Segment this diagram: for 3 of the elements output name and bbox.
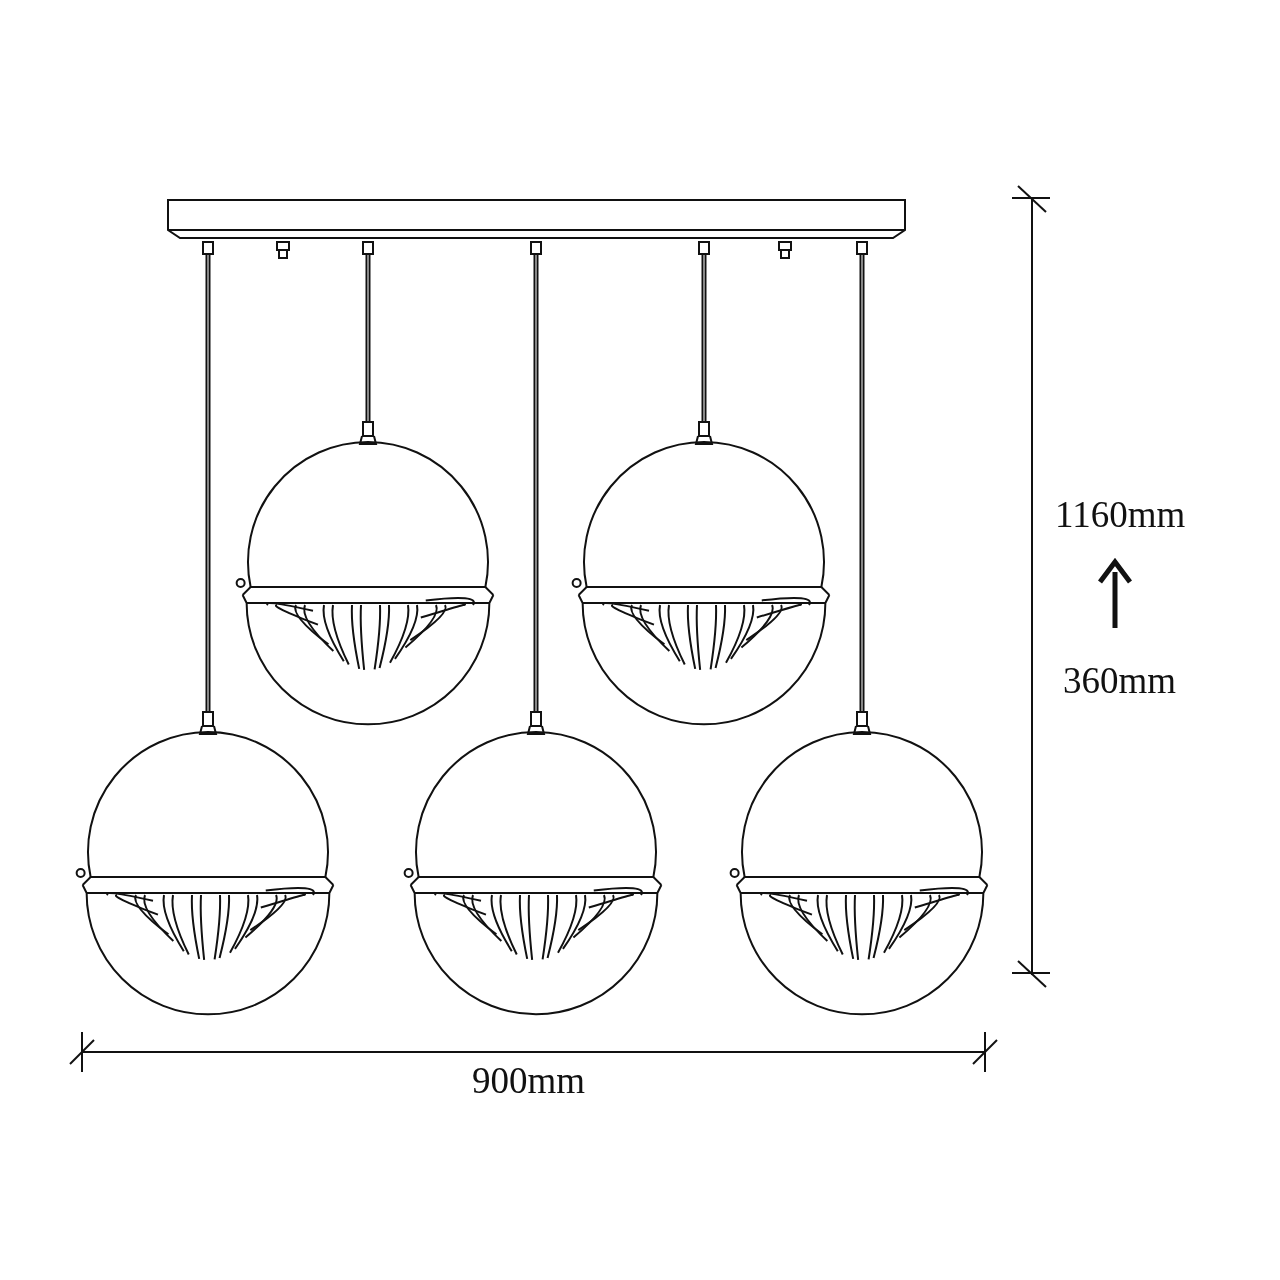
dimension-label: 900mm xyxy=(472,1062,586,1099)
dimension-label: 1160mm xyxy=(1055,496,1186,533)
dimension-label: 360mm xyxy=(1063,662,1177,699)
